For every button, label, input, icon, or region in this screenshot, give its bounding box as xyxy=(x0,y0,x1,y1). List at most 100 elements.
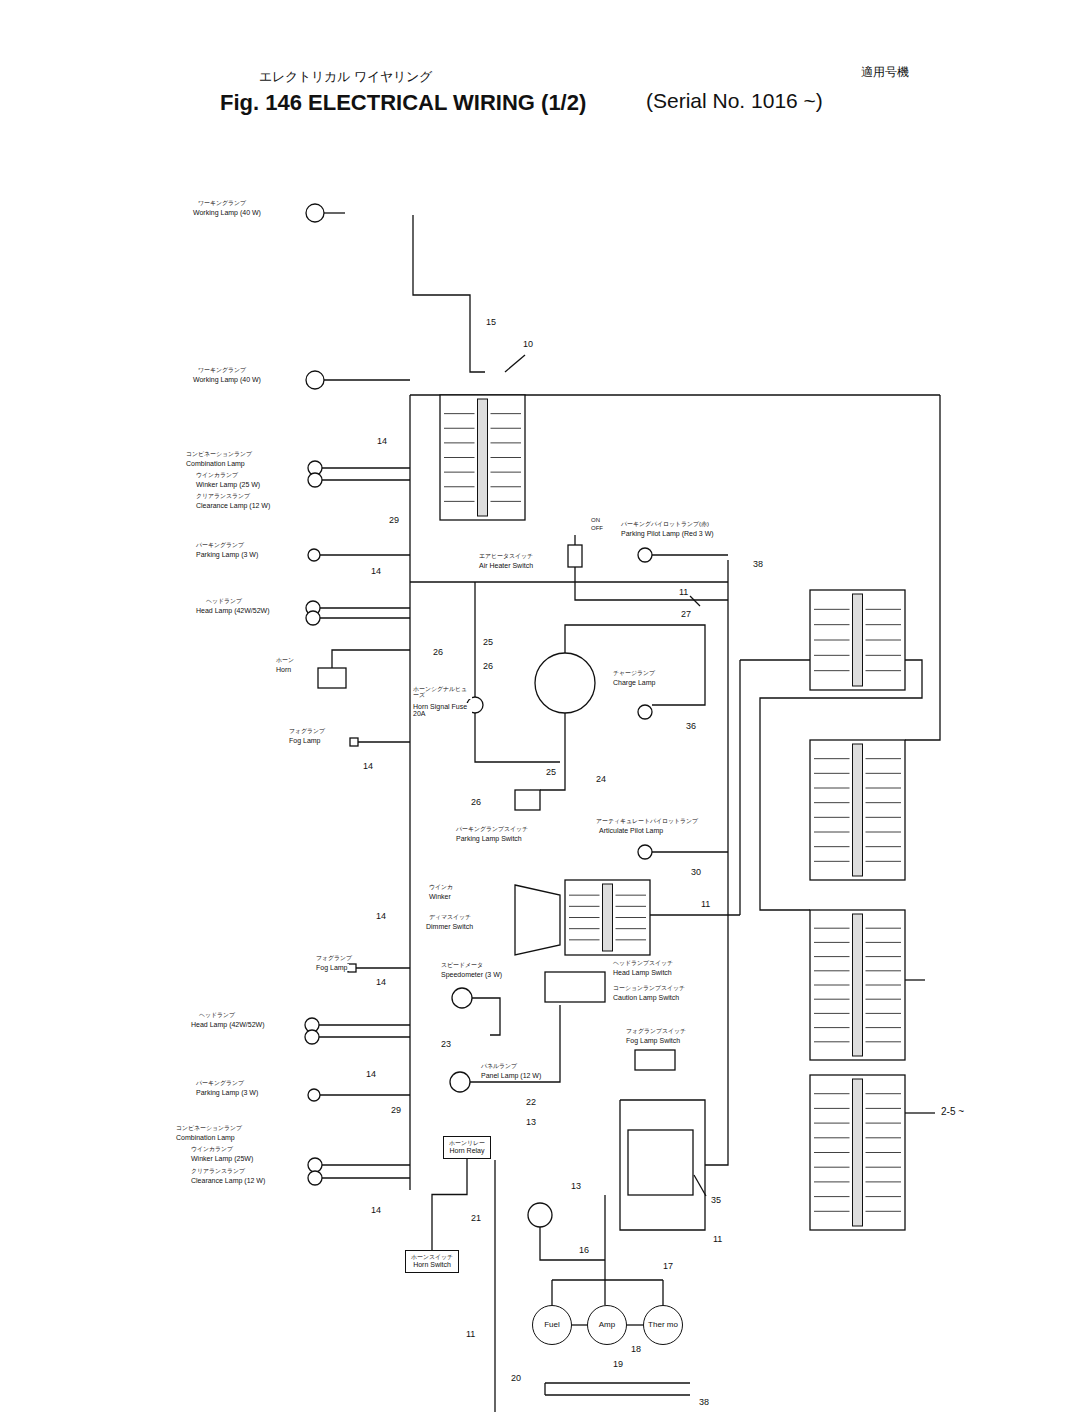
lamp-symbol xyxy=(305,1030,319,1044)
part-label: Combination Lamp xyxy=(175,1134,236,1141)
wire xyxy=(410,581,728,582)
part-label: ヘッドランプ xyxy=(198,1012,236,1018)
part-label: Clearance Lamp (12 W) xyxy=(195,502,271,509)
wire xyxy=(551,1280,552,1305)
callout-number: 11 xyxy=(712,1235,723,1244)
part-label: エレクトリカル ワイヤリング xyxy=(258,70,433,84)
switch-symbol xyxy=(545,972,605,1002)
part-label: ヘッドランプスイッチ xyxy=(612,960,674,966)
part-label: ホーンシグナルヒューズ xyxy=(412,686,472,699)
wire xyxy=(694,1175,706,1196)
wire xyxy=(505,355,525,372)
connector-block xyxy=(810,740,905,880)
wire xyxy=(662,1280,663,1305)
lamp-symbol xyxy=(528,1203,552,1227)
callout-number: 2-5 ~ xyxy=(940,1107,965,1118)
switch-symbol xyxy=(635,1050,675,1070)
wire xyxy=(545,1394,690,1395)
lamp-symbol xyxy=(450,1072,470,1092)
wire xyxy=(705,560,728,1165)
callout-number: 23 xyxy=(440,1040,452,1049)
callout-number: 38 xyxy=(752,560,764,569)
part-label: Articulate Pilot Lamp xyxy=(598,827,664,834)
wire xyxy=(905,1112,935,1113)
component-box: ホーンリレーHorn Relay xyxy=(443,1136,491,1159)
wire xyxy=(332,650,410,668)
callout-number: 14 xyxy=(370,1206,382,1215)
part-label: コーションランプスイッチ xyxy=(612,985,686,991)
wire xyxy=(358,741,410,742)
switch-symbol xyxy=(515,790,540,810)
component-box: ホーンスイッチHorn Switch xyxy=(405,1250,459,1273)
callout-number: 14 xyxy=(376,437,388,446)
wire xyxy=(650,914,740,915)
switch-symbol xyxy=(348,964,356,972)
part-label: コンビネーションランプ xyxy=(185,451,253,457)
gauge-circle: Amp xyxy=(587,1305,627,1345)
connector-block xyxy=(565,880,650,955)
callout-number: 36 xyxy=(685,722,697,731)
callout-number: 25 xyxy=(482,638,494,647)
part-label: パーキングランプ xyxy=(195,542,245,548)
callout-number: 29 xyxy=(390,1106,402,1115)
switch-symbol xyxy=(318,668,346,688)
part-label: ウインカランプ xyxy=(195,472,239,478)
part-label: フォグランプスイッチ xyxy=(625,1028,687,1034)
lamp-symbol xyxy=(308,473,322,487)
connector-block xyxy=(810,1075,905,1230)
callout-number: 30 xyxy=(690,868,702,877)
lamp-symbol xyxy=(638,845,652,859)
connector-block xyxy=(810,590,905,690)
lamp-symbol xyxy=(535,653,595,713)
callout-number: 13 xyxy=(570,1182,582,1191)
callout-number: 14 xyxy=(362,762,374,771)
wire xyxy=(324,212,345,213)
lamp-symbol xyxy=(306,371,324,389)
wire xyxy=(620,1100,705,1230)
part-label: クリアランスランプ xyxy=(195,493,251,499)
wire xyxy=(575,567,728,600)
callout-number: 38 xyxy=(698,1398,710,1407)
callout-number: 14 xyxy=(375,912,387,921)
wire xyxy=(475,713,560,762)
part-label: Parking Lamp (3 W) xyxy=(195,1089,259,1096)
callout-number: 27 xyxy=(680,610,692,619)
callout-number: 11 xyxy=(465,1330,476,1339)
part-label: Fog Lamp xyxy=(288,737,322,744)
wire xyxy=(740,659,810,660)
part-label: Speedometer (3 W) xyxy=(440,971,503,978)
wire xyxy=(322,1177,410,1178)
wire xyxy=(474,582,475,697)
wire xyxy=(322,467,410,468)
part-label: パーキングランプスイッチ xyxy=(455,826,529,832)
part-label: Combination Lamp xyxy=(185,460,246,467)
callout-number: 13 xyxy=(525,1118,537,1127)
part-label: Dimmer Switch xyxy=(425,923,474,930)
part-label: パネルランプ xyxy=(480,1063,518,1069)
part-label: Winker xyxy=(428,893,452,900)
lamp-symbol xyxy=(308,1158,322,1172)
part-label: ワーキングランプ xyxy=(197,200,247,206)
connector-block xyxy=(440,395,525,520)
part-label: Parking Lamp Switch xyxy=(455,835,523,842)
part-label: 適用号機 xyxy=(860,66,910,79)
callout-number: 26 xyxy=(470,798,482,807)
part-label: スピードメータ xyxy=(440,962,484,968)
wire xyxy=(320,617,410,618)
lamp-symbol xyxy=(306,204,324,222)
switch-symbol xyxy=(568,545,582,567)
node-text: Horn Switch xyxy=(413,1261,451,1269)
wire xyxy=(652,554,728,555)
callout-number: 26 xyxy=(432,648,444,657)
part-label: Working Lamp (40 W) xyxy=(192,376,262,383)
lamp-symbol xyxy=(308,1171,322,1185)
lamp-symbol xyxy=(308,1089,320,1101)
switch-symbol xyxy=(628,1130,693,1195)
wire xyxy=(690,596,700,606)
part-label: ウインカランプ xyxy=(190,1146,234,1152)
wire xyxy=(544,1383,545,1395)
callout-number: 14 xyxy=(375,978,387,987)
